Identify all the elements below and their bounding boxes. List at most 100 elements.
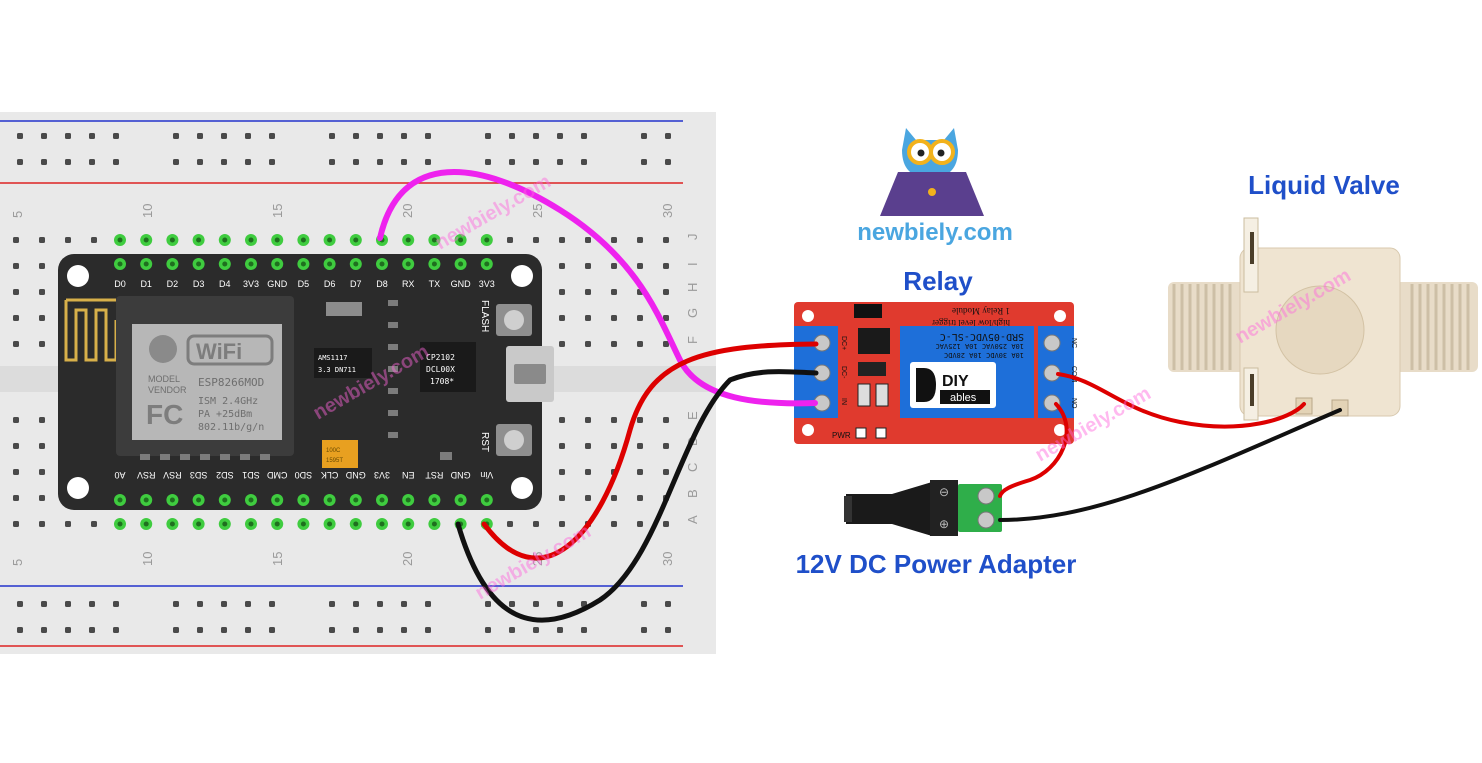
micro-usb-opening (514, 364, 546, 384)
wire-gnd-to-dcminus (455, 369, 819, 623)
breadboard-hole (13, 469, 19, 475)
breadboard-hole (533, 133, 539, 139)
mount-hole (1054, 310, 1066, 322)
diyables-logo-icon (916, 368, 936, 402)
breadboard-hole (13, 315, 19, 321)
valve-label: Liquid Valve (1248, 170, 1400, 200)
header-pin-center (196, 521, 202, 527)
breadboard-hole (13, 443, 19, 449)
voltage-regulator (314, 348, 372, 378)
pin-label-top: 3V3 (243, 279, 259, 289)
breadboard-hole (65, 133, 71, 139)
breadboard-hole (559, 495, 565, 501)
header-pin-center (274, 237, 280, 243)
header-pin-center (274, 497, 280, 503)
breadboard-hole (221, 133, 227, 139)
header-pin-center (327, 261, 333, 267)
breadboard-hole (13, 341, 19, 347)
breadboard-hole (39, 341, 45, 347)
header-pin-center (248, 521, 254, 527)
col-number: 20 (400, 552, 415, 566)
module-text: VENDOR (148, 385, 187, 395)
breadboard-hole (637, 341, 643, 347)
breadboard-hole (245, 627, 251, 633)
espressif-logo-icon (149, 335, 177, 363)
breadboard-hole (221, 601, 227, 607)
breadboard-hole (559, 237, 565, 243)
col-number: 5 (10, 211, 25, 218)
breadboard-hole (89, 627, 95, 633)
wifi-logo-frame (186, 334, 274, 366)
breadboard-hole (39, 417, 45, 423)
pin-label-top: D6 (324, 279, 336, 289)
relay-header-text: 1 Relay Module (952, 306, 1010, 316)
header-pin-center (327, 237, 333, 243)
breadboard-hole (507, 521, 513, 527)
header-pin-center (169, 497, 175, 503)
breadboard-hole (663, 341, 669, 347)
smd-resistor (388, 410, 398, 416)
breadboard-hole (533, 627, 539, 633)
breadboard-hole (377, 133, 383, 139)
screw-icon (1043, 334, 1061, 352)
smd-resistor (140, 454, 150, 460)
breadboard-hole (377, 159, 383, 165)
flange-slot (1250, 232, 1254, 264)
header-pin-center (248, 261, 254, 267)
breadboard-hole (329, 159, 335, 165)
col-number: 30 (660, 204, 675, 218)
mount-hole (67, 265, 89, 287)
valve-threads (1172, 284, 1470, 370)
smd-resistor (220, 454, 230, 460)
pin-label-top: GND (451, 279, 472, 289)
pin-label-bottom: SD2 (216, 470, 234, 480)
breadboard-hole (557, 601, 563, 607)
relay-header-text: high/low level trigger (932, 318, 1010, 328)
breadboard-hole (641, 133, 647, 139)
breadboard-hole (485, 159, 491, 165)
wires (377, 169, 1342, 623)
breadboard-hole (559, 289, 565, 295)
breadboard-hole (197, 159, 203, 165)
relay-pin-label: NC (1070, 338, 1077, 348)
header-pin-center (300, 521, 306, 527)
col-number: 20 (400, 204, 415, 218)
row-letter: G (685, 308, 700, 318)
breadboard-hole (641, 159, 647, 165)
breadboard-hole (425, 133, 431, 139)
breadboard-hole (425, 159, 431, 165)
diyables-sub-bg (940, 390, 990, 404)
breadboard-hole (113, 601, 119, 607)
tantalum-capacitor (322, 440, 358, 468)
breadboard-hole (665, 627, 671, 633)
wire-vin-to-dcplus (481, 341, 819, 561)
trigger-jumper[interactable] (854, 304, 882, 318)
breadboard-hole (637, 237, 643, 243)
breadboard-hole (559, 263, 565, 269)
header-pin-center (196, 497, 202, 503)
smd-resistor (200, 454, 210, 460)
liquid-valve (1168, 217, 1478, 421)
col-number: 10 (140, 552, 155, 566)
mount-hole (802, 310, 814, 322)
breadboard-hole (663, 417, 669, 423)
optocoupler (858, 328, 890, 354)
breadboard-hole (245, 133, 251, 139)
pin-label-top: GND (267, 279, 288, 289)
header-pin-center (458, 497, 464, 503)
status-led (875, 427, 887, 439)
breadboard-hole (269, 133, 275, 139)
resistor (857, 383, 871, 407)
header-pin-center (274, 261, 280, 267)
pin-label-bottom: RST (425, 470, 444, 480)
newbiely-logo: newbiely.com (857, 128, 1013, 246)
breadboard-hole (39, 521, 45, 527)
breadboard-hole (91, 521, 97, 527)
relay-module: 1 Relay Module high/low level trigger DC… (794, 302, 1077, 444)
col-number: 10 (140, 204, 155, 218)
breadboard-hole (509, 627, 515, 633)
header-pin-center (353, 237, 359, 243)
header-pin-center (300, 497, 306, 503)
header-pin-center (405, 521, 411, 527)
